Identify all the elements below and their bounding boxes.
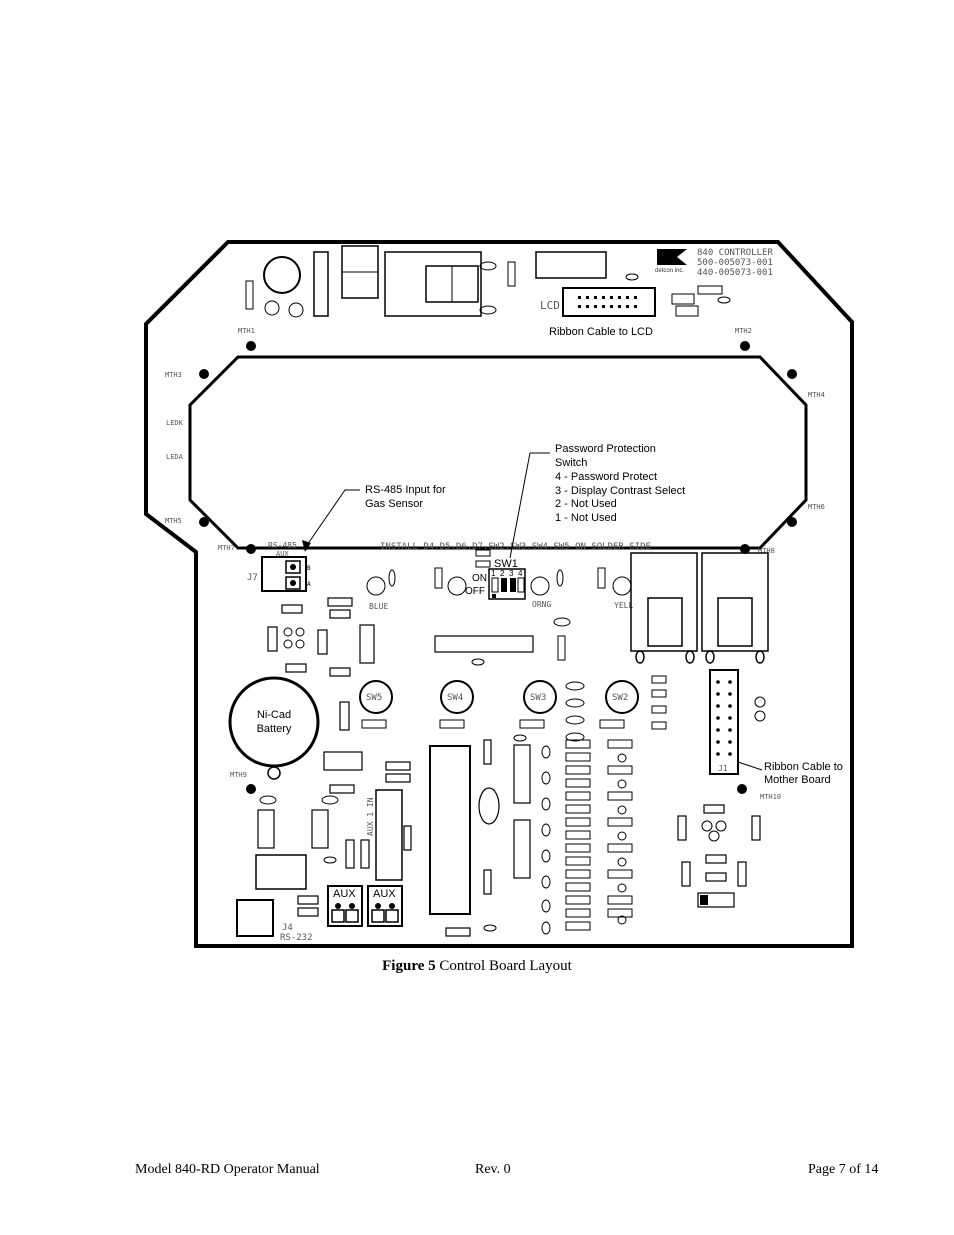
battery-label: Ni-Cad Battery xyxy=(257,709,292,735)
svg-text:2: 2 xyxy=(500,569,505,578)
svg-text:MTH1: MTH1 xyxy=(238,327,255,335)
svg-text:MTH5: MTH5 xyxy=(165,517,182,525)
leda-label: LEDA xyxy=(166,453,184,461)
misc-components xyxy=(259,549,606,932)
sw1-dip-switch: SW1 1 2 3 4 ON OFF xyxy=(465,558,526,600)
status-leds xyxy=(366,576,632,596)
svg-text:B: B xyxy=(307,565,311,572)
board-outline xyxy=(144,240,854,948)
svg-text:MTH7: MTH7 xyxy=(218,544,235,552)
svg-text:RS-485: RS-485 xyxy=(268,541,297,550)
svg-text:MTH8: MTH8 xyxy=(758,547,775,555)
svg-text:Ribbon Cable to: Ribbon Cable to xyxy=(764,761,843,773)
svg-text:MTH6: MTH6 xyxy=(808,503,825,511)
svg-text:SW4: SW4 xyxy=(447,693,463,703)
aux-vertical-label: AUX 1 IN xyxy=(366,797,375,836)
figure-number: Figure 5 xyxy=(382,958,436,974)
svg-text:AUX: AUX xyxy=(333,888,356,900)
svg-text:1: 1 xyxy=(491,569,496,578)
lcd-window-outline xyxy=(188,355,808,550)
j1-mother-connector: J1 xyxy=(709,669,739,775)
svg-text:1 - Not Used: 1 - Not Used xyxy=(555,512,617,524)
svg-text:3 - Display Contrast Select: 3 - Display Contrast Select xyxy=(555,485,685,497)
svg-text:MTH3: MTH3 xyxy=(165,371,182,379)
j7-label: J7 xyxy=(247,573,258,583)
capacitor-chain xyxy=(471,617,585,742)
mounting-hole-labels: MTH1 MTH2 MTH3 MTH4 MTH5 MTH6 MTH7 MTH8 … xyxy=(165,327,825,801)
header-line-3: 440-005073-001 xyxy=(697,268,773,278)
svg-text:MTH10: MTH10 xyxy=(760,793,781,801)
board-header: 840 CONTROLLER 500-005073-001 440-005073… xyxy=(697,248,773,278)
svg-text:SW5: SW5 xyxy=(366,693,382,703)
svg-text:J1: J1 xyxy=(718,764,728,773)
ribbon-lcd-callout: Ribbon Cable to LCD xyxy=(549,326,653,338)
svg-text:SW2: SW2 xyxy=(612,693,628,703)
switch-labels: SW5 SW4 SW3 SW2 xyxy=(366,693,628,703)
svg-text:4: 4 xyxy=(518,569,523,578)
svg-text:MTH2: MTH2 xyxy=(735,327,752,335)
svg-text:MTH9: MTH9 xyxy=(230,771,247,779)
rs485-leader xyxy=(304,489,360,549)
resistor-bank xyxy=(541,739,633,935)
lcd-silk-label: LCD xyxy=(540,299,560,312)
svg-text:RS-485 Input for: RS-485 Input for xyxy=(365,484,446,496)
push-buttons xyxy=(359,680,639,714)
svg-text:Switch: Switch xyxy=(555,457,587,469)
svg-text:2 - Not Used: 2 - Not Used xyxy=(555,498,617,510)
svg-text:Battery: Battery xyxy=(257,723,292,735)
on-label: ON xyxy=(472,573,487,584)
svg-text:AUX: AUX xyxy=(373,888,396,900)
ledk-label: LEDK xyxy=(166,419,184,427)
svg-text:SW3: SW3 xyxy=(530,693,546,703)
svg-text:Mother Board: Mother Board xyxy=(764,774,831,786)
figure-caption-text: Control Board Layout xyxy=(439,958,572,974)
svg-text:J4: J4 xyxy=(282,923,293,933)
top-components xyxy=(245,245,731,318)
off-label: OFF xyxy=(465,586,485,597)
svg-text:A: A xyxy=(307,581,311,588)
lcd-connector-pins xyxy=(578,296,637,308)
svg-text:Ni-Cad: Ni-Cad xyxy=(257,709,291,721)
svg-text:ORNG: ORNG xyxy=(532,600,551,609)
svg-text:3: 3 xyxy=(509,569,514,578)
relays xyxy=(630,552,769,664)
company-name: detcon inc. xyxy=(655,268,684,274)
sw1-label: SW1 xyxy=(494,558,518,570)
password-leader xyxy=(509,452,531,559)
nicad-battery xyxy=(228,676,320,768)
mounting-holes xyxy=(199,341,797,794)
company-logo: detcon inc. xyxy=(655,249,687,274)
j7-connector: RS-485 AUX J7 B A xyxy=(247,541,311,592)
header-line-2: 500-005073-001 xyxy=(697,258,773,268)
svg-text:Password Protection: Password Protection xyxy=(555,443,656,455)
figure-caption: Figure 5 Control Board Layout xyxy=(0,958,954,975)
rs485-callout: RS-485 Input for Gas Sensor xyxy=(365,484,446,510)
footer-center: Rev. 0 xyxy=(475,1162,511,1177)
center-components xyxy=(255,597,761,937)
footer-left: Model 840-RD Operator Manual xyxy=(135,1162,320,1177)
ribbon-mother-callout: Ribbon Cable to Mother Board xyxy=(764,761,843,786)
led-color-labels: BLUE ORNG YELL xyxy=(369,600,633,611)
password-callout: Password Protection Switch 4 - Password … xyxy=(555,443,685,524)
svg-text:YELL: YELL xyxy=(614,601,633,610)
svg-text:RS-232: RS-232 xyxy=(280,933,313,943)
aux-terminal-blocks: AUX AUX xyxy=(327,885,403,927)
svg-text:Gas Sensor: Gas Sensor xyxy=(365,498,423,510)
install-note: INSTALL D4,D5,D6,D7,SW2,SW3,SW4,SW5 ON S… xyxy=(380,542,651,552)
svg-text:AUX: AUX xyxy=(276,550,289,558)
header-line-1: 840 CONTROLLER xyxy=(697,248,773,258)
svg-text:BLUE: BLUE xyxy=(369,602,388,611)
j4-connector: J4 RS-232 xyxy=(236,899,313,943)
footer-right: Page 7 of 14 xyxy=(808,1162,879,1177)
svg-text:4 - Password Protect: 4 - Password Protect xyxy=(555,471,657,483)
svg-text:MTH4: MTH4 xyxy=(808,391,825,399)
